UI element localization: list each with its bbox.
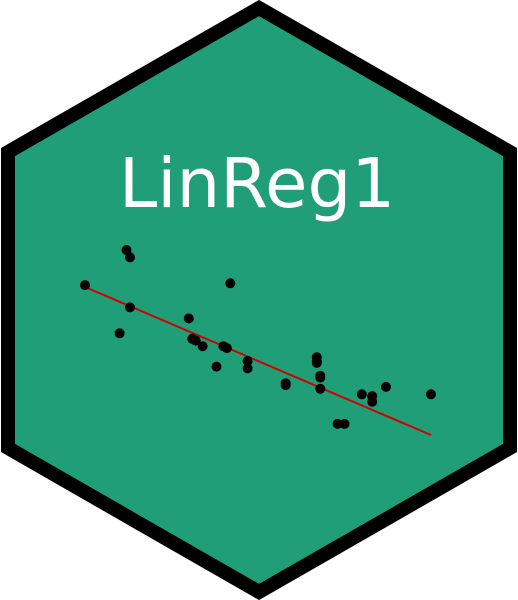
data-point — [367, 396, 378, 407]
data-point — [311, 357, 322, 368]
data-point — [356, 389, 367, 400]
data-point — [332, 418, 343, 429]
data-point — [80, 280, 90, 291]
data-point — [315, 372, 326, 383]
data-point — [280, 380, 291, 391]
data-point — [125, 252, 135, 263]
data-point — [381, 381, 391, 392]
data-point — [114, 328, 125, 339]
data-point — [225, 278, 236, 289]
scatter-plot — [80, 245, 436, 436]
data-point — [183, 313, 194, 324]
data-point — [242, 363, 253, 374]
data-point — [315, 383, 326, 394]
data-point — [211, 361, 222, 372]
logo-title: LinReg1 — [119, 144, 395, 224]
data-point — [242, 356, 253, 366]
data-point — [121, 245, 132, 255]
data-point — [125, 302, 135, 313]
data-point — [221, 343, 232, 354]
data-point — [190, 335, 201, 346]
data-point — [197, 341, 208, 352]
data-point — [339, 418, 350, 429]
data-point — [426, 389, 436, 400]
regression-line — [84, 286, 432, 436]
data-points — [80, 245, 436, 429]
